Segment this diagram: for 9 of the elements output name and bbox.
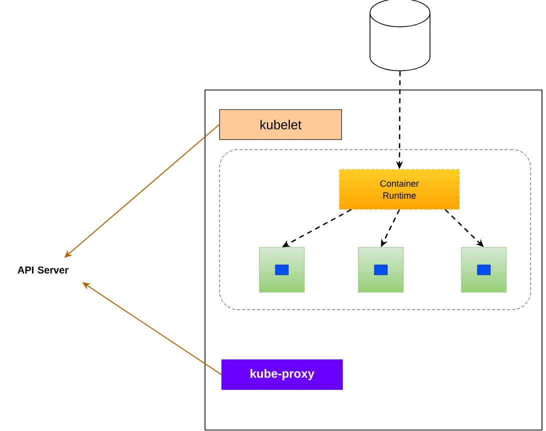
group-box	[219, 149, 531, 310]
container-box	[461, 247, 507, 293]
container-box	[259, 247, 305, 293]
database-cylinder	[370, 0, 430, 72]
process-box: Container Runtime	[339, 169, 460, 210]
container-box	[358, 247, 404, 293]
text-label: API Server	[18, 266, 68, 274]
process-box: kubelet	[219, 109, 342, 140]
process-box: kube-proxy	[221, 359, 343, 390]
